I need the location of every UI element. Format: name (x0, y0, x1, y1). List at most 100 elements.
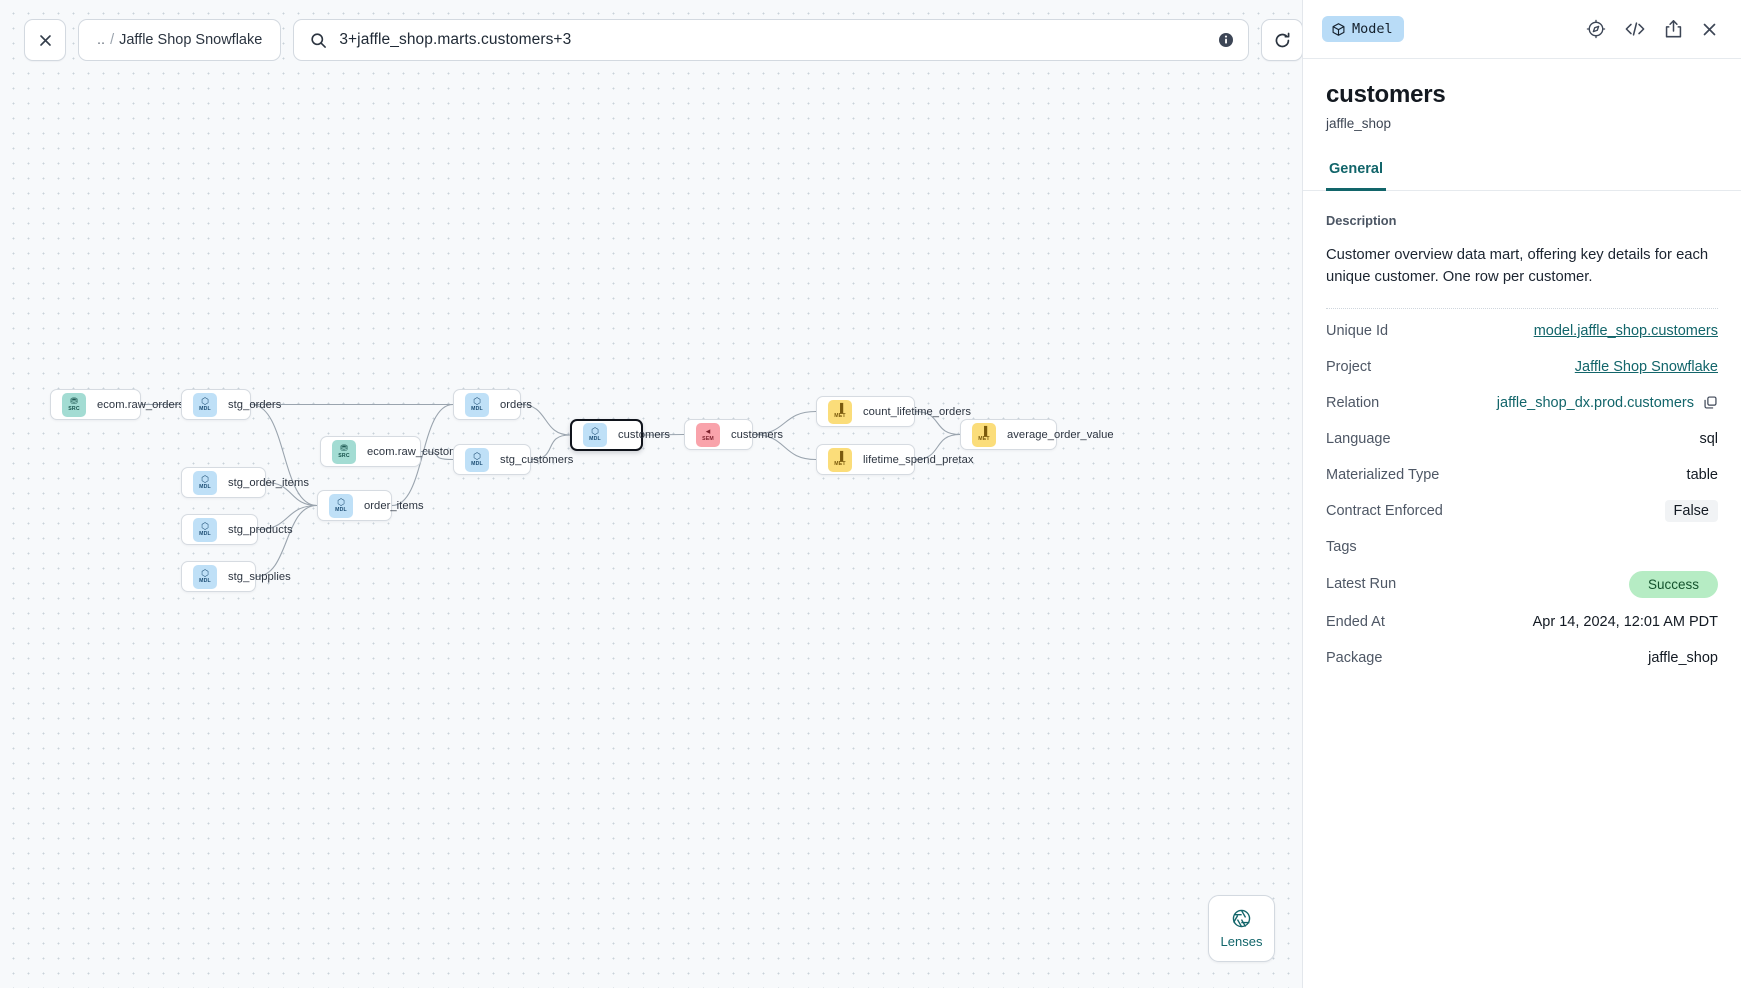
metadata-value: jaffle_shop (1648, 649, 1718, 666)
metadata-value[interactable]: jaffle_shop_dx.prod.customers (1496, 394, 1694, 411)
metadata-row: Contract Enforced False (1326, 493, 1718, 529)
graph-node-stg_supplies[interactable]: ⬡MDL stg_supplies (181, 561, 291, 592)
aperture-icon (1232, 909, 1251, 928)
graph-node-customers_model[interactable]: ⬡MDL customers (570, 419, 670, 451)
metadata-value-wrap: Jaffle Shop Snowflake (1575, 359, 1718, 375)
node-type-badge-met-icon: ▐MET (972, 422, 996, 447)
metadata-value-wrap: table (1687, 467, 1718, 483)
graph-node-label: average_order_value (1007, 428, 1114, 441)
lineage-canvas[interactable]: .. / Jaffle Shop Snowflake 3+jaffle_shop… (0, 0, 1302, 988)
tab-general[interactable]: General (1326, 161, 1386, 191)
status-badge: Success (1628, 570, 1718, 598)
graph-node-label: count_lifetime_orders (863, 405, 972, 418)
code-icon[interactable] (1624, 19, 1646, 39)
metadata-value-wrap: Success (1628, 570, 1718, 598)
graph-node-customers_semantic[interactable]: ◂SEM customers (684, 419, 783, 450)
node-type-badge-mdl-icon: ⬡MDL (465, 447, 489, 472)
graph-node-lifetime_spend_pretax[interactable]: ▐MET lifetime_spend_pretax (816, 444, 973, 475)
breadcrumb[interactable]: .. / Jaffle Shop Snowflake (78, 19, 282, 61)
metadata-value-wrap: False (1664, 499, 1718, 522)
breadcrumb-separator: / (110, 32, 115, 48)
graph-node-label: stg_order_items (228, 476, 309, 489)
metadata-key: Ended At (1326, 613, 1385, 630)
metadata-key: Unique Id (1326, 322, 1389, 339)
metadata-value-wrap: model.jaffle_shop.customers (1534, 323, 1718, 339)
graph-node-label: stg_customers (500, 453, 574, 466)
node-type-badge-mdl-icon: ⬡MDL (193, 470, 217, 495)
details-panel: Model (1302, 0, 1741, 988)
close-button[interactable] (24, 19, 66, 61)
graph-node-label: customers (618, 429, 671, 441)
copy-icon (1704, 396, 1717, 410)
metadata-row: Relation jaffle_shop_dx.prod.customers (1326, 385, 1718, 421)
lenses-button[interactable]: Lenses (1208, 895, 1275, 962)
share-icon[interactable] (1664, 19, 1683, 39)
graph-node-average_order_value[interactable]: ▐MET average_order_value (960, 419, 1114, 450)
metadata-value-wrap: jaffle_shop (1648, 650, 1718, 666)
details-panel-title-block: customers jaffle_shop (1303, 59, 1741, 131)
graph-node-label: stg_products (228, 523, 293, 536)
metadata-row: Project Jaffle Shop Snowflake (1326, 349, 1718, 385)
metadata-value-wrap: sql (1699, 431, 1718, 447)
description-label: Description (1326, 213, 1397, 228)
details-tabs: General (1303, 161, 1741, 191)
metadata-value[interactable]: model.jaffle_shop.customers (1533, 322, 1718, 339)
refresh-button[interactable] (1261, 19, 1302, 61)
node-type-label: Model (1352, 21, 1393, 37)
details-panel-actions (1586, 19, 1718, 39)
copy-relation-button[interactable] (1703, 395, 1718, 410)
node-type-badge-met-icon: ▐MET (828, 447, 852, 472)
node-type-badge-mdl-icon: ⬡MDL (583, 423, 607, 447)
metadata-value: table (1686, 466, 1718, 483)
metadata-value: False (1664, 499, 1718, 522)
node-type-badge-sem-icon: ◂SEM (696, 422, 720, 447)
metadata-key: Relation (1326, 394, 1380, 411)
details-panel-body: Description Customer overview data mart,… (1303, 191, 1741, 988)
graph-node-stg_customers[interactable]: ⬡MDL stg_customers (453, 444, 573, 475)
close-icon[interactable] (1701, 21, 1718, 38)
details-panel-header: Model (1303, 0, 1741, 59)
page-title: customers (1326, 81, 1446, 108)
info-icon[interactable] (1218, 32, 1234, 48)
graph-node-stg_order_items[interactable]: ⬡MDL stg_order_items (181, 467, 309, 498)
search-input[interactable]: 3+jaffle_shop.marts.customers+3 (293, 19, 1250, 61)
metadata-value[interactable]: Jaffle Shop Snowflake (1574, 358, 1718, 375)
refresh-icon (1275, 32, 1290, 47)
metadata-key: Contract Enforced (1326, 502, 1443, 519)
close-icon (39, 34, 51, 46)
metadata-row: Tags (1326, 529, 1718, 565)
metadata-key: Tags (1326, 538, 1357, 555)
page-subtitle: jaffle_shop (1326, 116, 1392, 131)
explore-icon[interactable] (1586, 19, 1606, 39)
metadata-row: Unique Id model.jaffle_shop.customers (1326, 313, 1718, 349)
description-text: Customer overview data mart, offering ke… (1326, 247, 1709, 286)
metadata-key: Project (1326, 358, 1372, 375)
metadata-key: Language (1326, 430, 1391, 447)
metadata-row: Latest Run Success (1326, 565, 1718, 604)
graph-node-label: stg_orders (228, 398, 282, 411)
metadata-value-wrap: jaffle_shop_dx.prod.customers (1497, 395, 1718, 411)
metadata-key: Latest Run (1326, 576, 1397, 593)
section-divider (1326, 307, 1718, 309)
node-type-badge-src-icon: ⛃SRC (332, 439, 356, 464)
cube-icon (1332, 22, 1345, 36)
node-type-badge-mdl-icon: ⬡MDL (193, 564, 217, 589)
graph-node-label: customers (731, 428, 784, 441)
node-type-badge-mdl-icon: ⬡MDL (465, 392, 489, 417)
graph-edge (255, 504, 318, 578)
canvas-toolbar: .. / Jaffle Shop Snowflake 3+jaffle_shop… (24, 19, 1302, 61)
graph-node-label: stg_supplies (228, 570, 291, 583)
graph-node-label: lifetime_spend_pretax (863, 453, 974, 466)
